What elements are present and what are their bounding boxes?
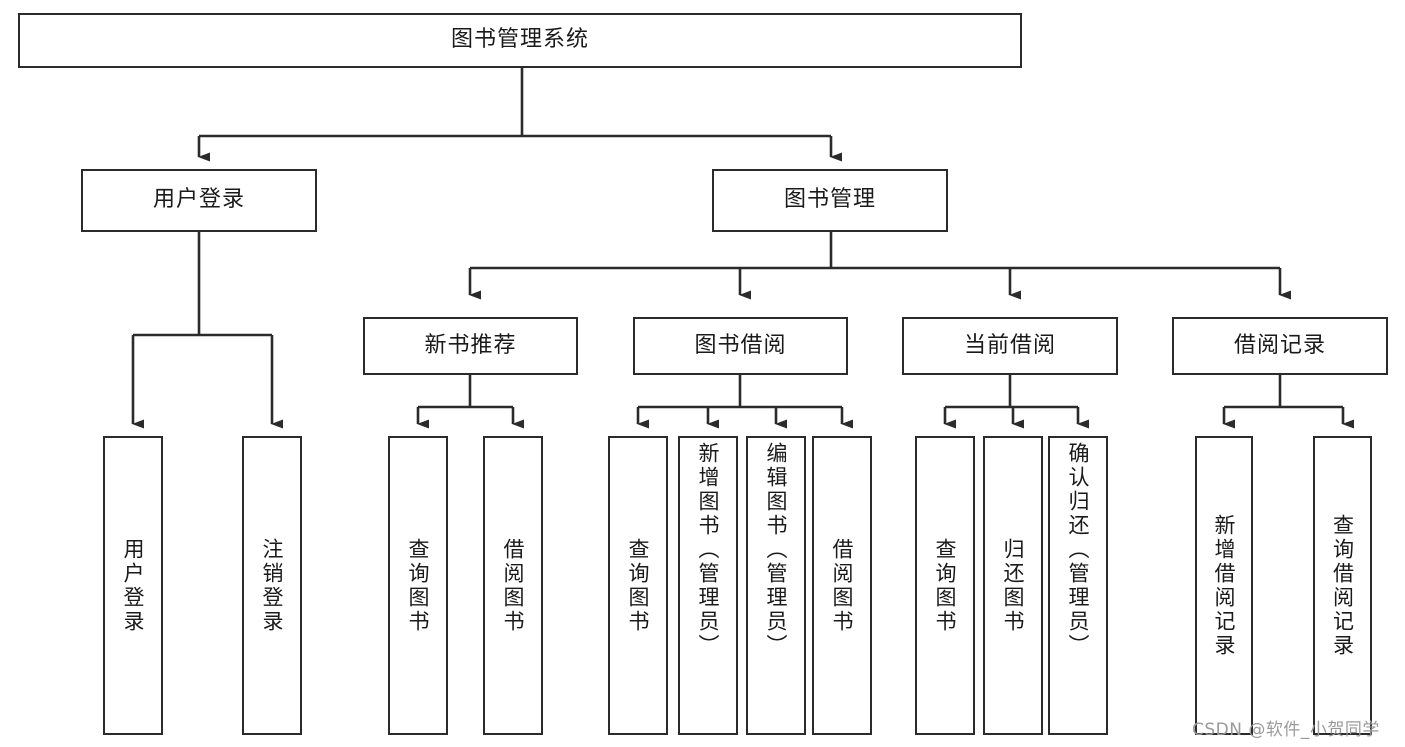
leaf-content: 注销登录 bbox=[244, 438, 300, 733]
leaf-label: 查询图书 bbox=[406, 537, 431, 634]
leaf-label: 查询图书 bbox=[626, 537, 651, 634]
leaf-content: 新增图书（管理员） bbox=[680, 438, 736, 737]
node-borrow-record[interactable]: 借阅记录 bbox=[1172, 317, 1388, 375]
leaf-return-book[interactable]: 归还图书 bbox=[983, 436, 1043, 735]
leaf-label: 新增图书（管理员） bbox=[696, 442, 721, 658]
node-book-borrow[interactable]: 图书借阅 bbox=[633, 317, 848, 375]
leaf-edit-book-admin[interactable]: 编辑图书（管理员） bbox=[746, 436, 806, 735]
leaf-label: 注销登录 bbox=[260, 537, 285, 634]
leaf-content: 查询图书 bbox=[917, 438, 973, 733]
leaf-add-borrow-record[interactable]: 新增借阅记录 bbox=[1195, 436, 1253, 735]
node-current-borrow[interactable]: 当前借阅 bbox=[902, 317, 1118, 375]
leaf-label: 编辑图书（管理员） bbox=[764, 442, 789, 658]
leaf-label: 新增借阅记录 bbox=[1212, 513, 1237, 658]
leaf-content: 查询借阅记录 bbox=[1315, 438, 1370, 733]
leaf-label: 查询借阅记录 bbox=[1330, 513, 1355, 658]
leaf-query-book-recommend[interactable]: 查询图书 bbox=[388, 436, 448, 735]
leaf-borrow-book-recommend[interactable]: 借阅图书 bbox=[483, 436, 543, 735]
leaf-content: 确认归还（管理员） bbox=[1050, 438, 1106, 737]
csdn-watermark: CSDN @软件_小贺同学 bbox=[1192, 720, 1380, 740]
node-label: 当前借阅 bbox=[963, 332, 1056, 358]
leaf-label: 查询图书 bbox=[933, 537, 958, 634]
node-label: 借阅记录 bbox=[1233, 332, 1326, 358]
leaf-add-book-admin[interactable]: 新增图书（管理员） bbox=[678, 436, 738, 735]
node-label: 图书借阅 bbox=[694, 332, 787, 358]
leaf-label: 用户登录 bbox=[121, 537, 146, 634]
leaf-logout-login[interactable]: 注销登录 bbox=[242, 436, 302, 735]
leaf-query-book-borrow[interactable]: 查询图书 bbox=[608, 436, 668, 735]
node-root-system[interactable]: 图书管理系统 bbox=[18, 13, 1022, 68]
leaf-content: 查询图书 bbox=[610, 438, 666, 733]
leaf-query-book-current[interactable]: 查询图书 bbox=[915, 436, 975, 735]
leaf-content: 借阅图书 bbox=[485, 438, 541, 733]
leaf-confirm-return-admin[interactable]: 确认归还（管理员） bbox=[1048, 436, 1108, 735]
leaf-query-borrow-record[interactable]: 查询借阅记录 bbox=[1313, 436, 1372, 735]
node-new-book-recommend[interactable]: 新书推荐 bbox=[363, 317, 578, 375]
leaf-content: 归还图书 bbox=[985, 438, 1041, 733]
leaf-content: 借阅图书 bbox=[814, 438, 870, 733]
leaf-user-login[interactable]: 用户登录 bbox=[103, 436, 163, 735]
leaf-label: 归还图书 bbox=[1001, 537, 1026, 634]
node-label: 用户登录 bbox=[152, 187, 245, 213]
leaf-content: 查询图书 bbox=[390, 438, 446, 733]
leaf-label: 借阅图书 bbox=[830, 537, 855, 634]
leaf-content: 新增借阅记录 bbox=[1197, 438, 1251, 733]
node-book-management[interactable]: 图书管理 bbox=[712, 169, 948, 232]
node-label: 图书管理系统 bbox=[450, 27, 589, 53]
leaf-content: 编辑图书（管理员） bbox=[748, 438, 804, 737]
node-user-login[interactable]: 用户登录 bbox=[81, 169, 317, 232]
node-label: 图书管理 bbox=[783, 187, 876, 213]
leaf-label: 借阅图书 bbox=[501, 537, 526, 634]
leaf-label: 确认归还（管理员） bbox=[1066, 442, 1091, 658]
leaf-content: 用户登录 bbox=[105, 438, 161, 733]
leaf-borrow-book[interactable]: 借阅图书 bbox=[812, 436, 872, 735]
node-label: 新书推荐 bbox=[424, 332, 517, 358]
